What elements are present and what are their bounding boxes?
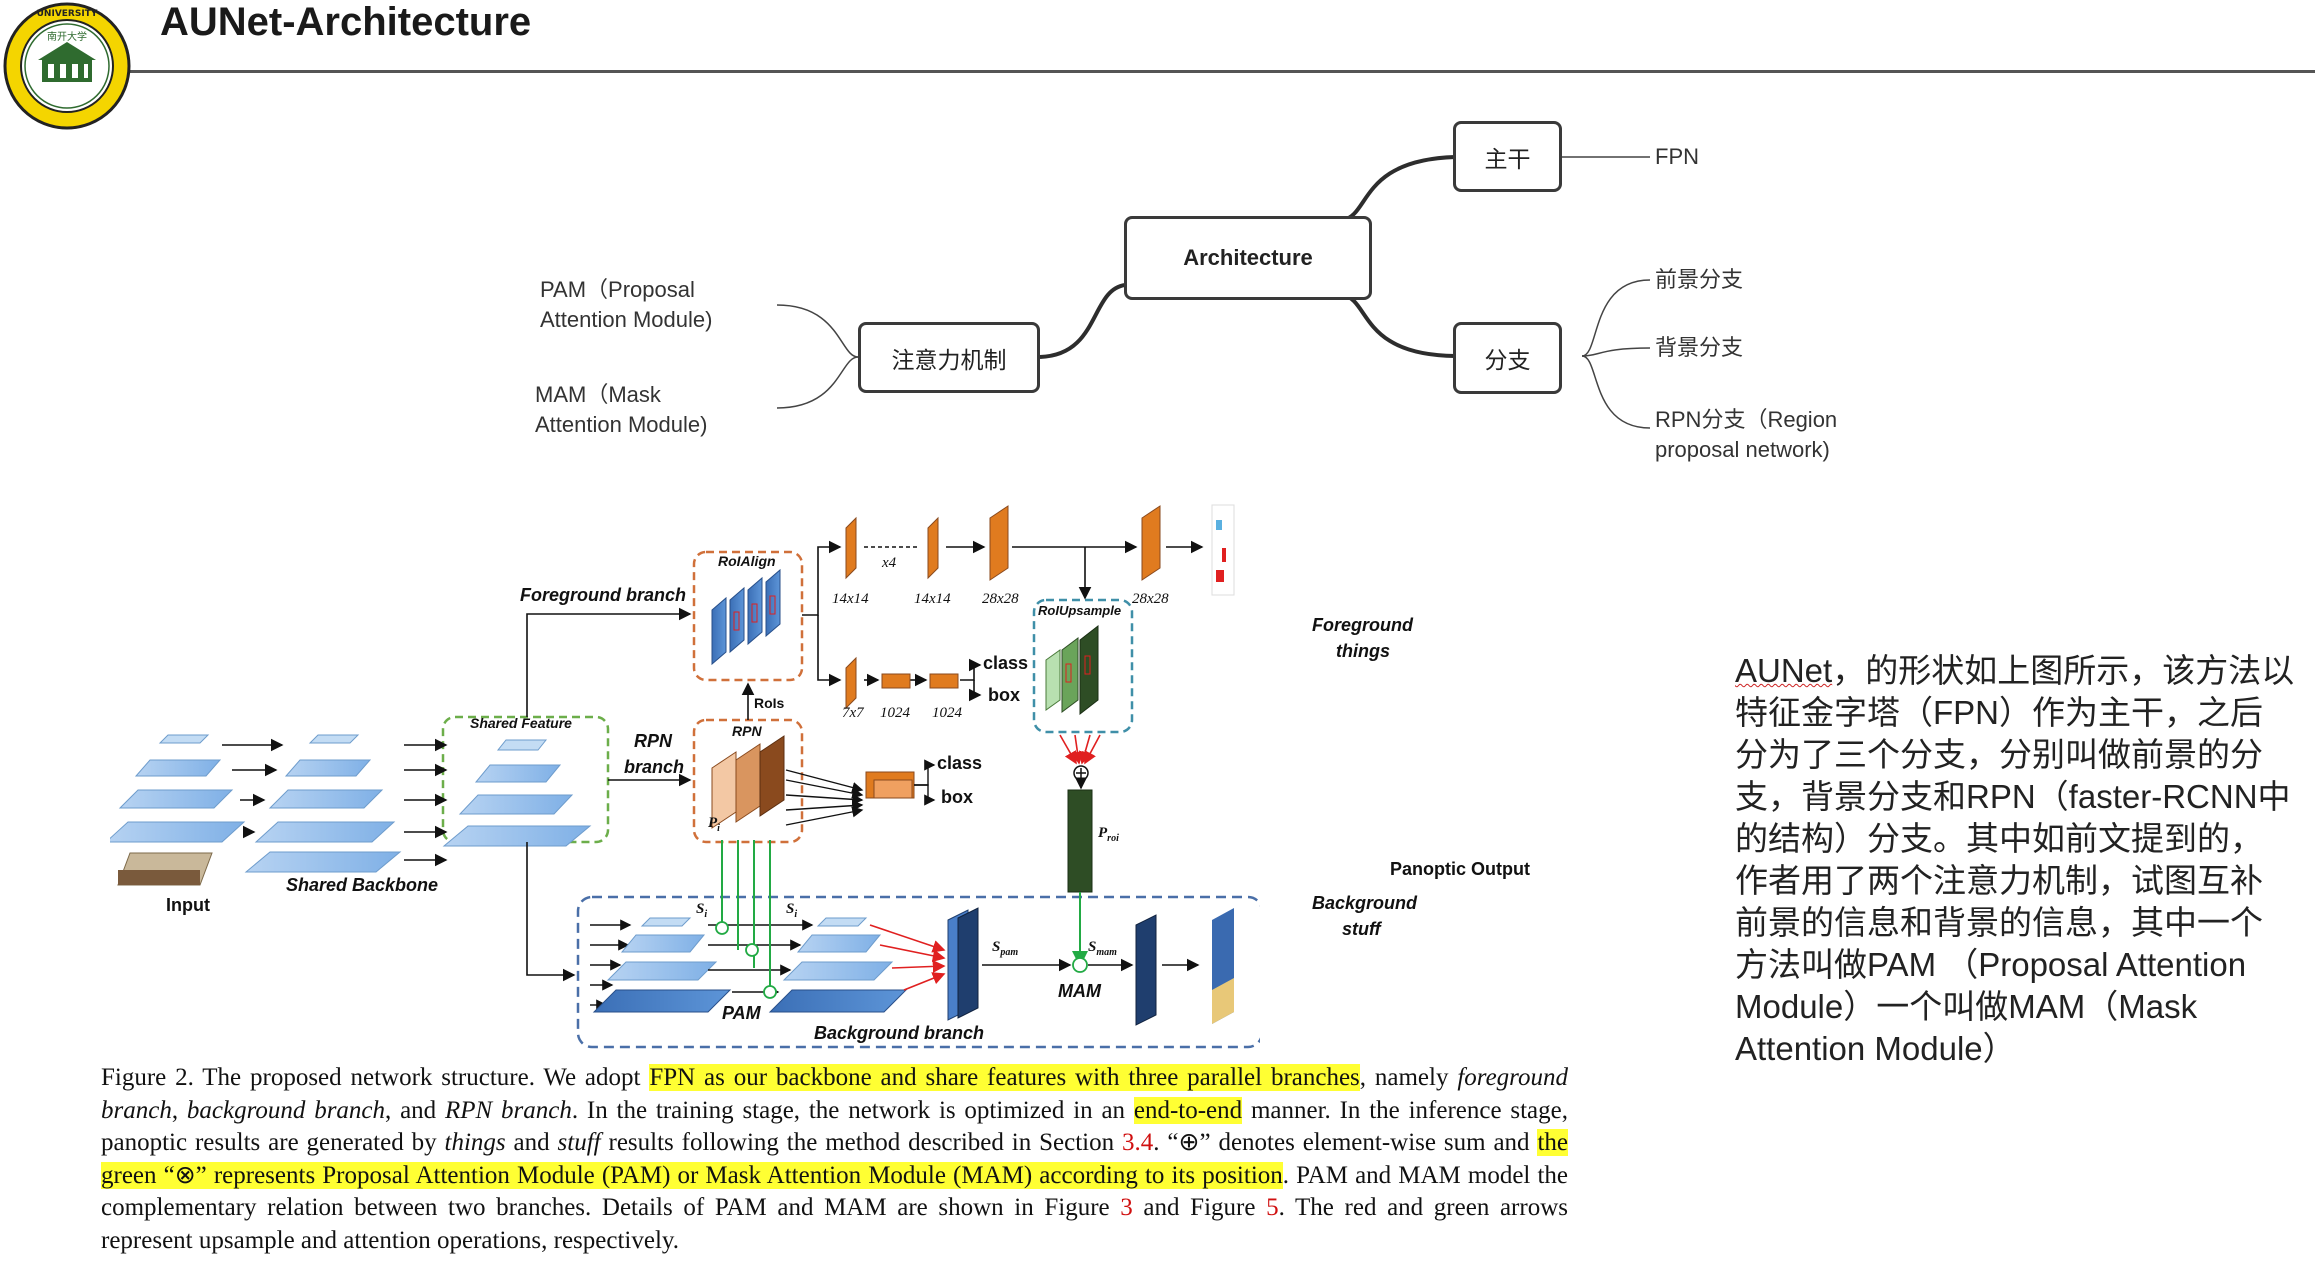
label-background-stuff-1: Background [1312, 893, 1418, 913]
label-class-2: class [937, 753, 983, 773]
label-input: Input [166, 895, 210, 915]
label-p-roi: Proi [1098, 825, 1119, 844]
label-s-mam: Smam [1088, 939, 1117, 958]
label-p-i: Pi [708, 815, 720, 834]
mindmap-leaf-foreground: 前景分支 [1655, 267, 1744, 292]
label-background-branch: Background branch [814, 1023, 985, 1043]
title-divider [130, 70, 2315, 73]
label-panoptic-output: Panoptic Output [1390, 859, 1530, 879]
label-foreground-things-1: Foreground [1312, 615, 1413, 635]
orange-feature-maps [845, 505, 1161, 710]
label-size-7: 7x7 [842, 705, 864, 721]
roiupsample-box [1032, 598, 1134, 734]
roialign-blocks [711, 568, 781, 666]
label-s-i: Si [696, 901, 708, 920]
university-logo: 南开大学 UNIVERSITY [3, 2, 131, 130]
label-foreground-branch: Foreground branch [520, 585, 686, 605]
mindmap-node-attention: 注意力机制 [858, 322, 1040, 393]
mindmap-leaf-rpn-1: RPN分支（Region [1655, 407, 1838, 432]
label-s-i-double-prime: Si [786, 901, 798, 920]
label-box-1: box [988, 685, 1021, 705]
label-background-stuff-2: stuff [1342, 919, 1381, 939]
figure-caption: Figure 2. The proposed network structure… [101, 1064, 1568, 1254]
label-s-pam: Spam [992, 939, 1019, 958]
label-shared-backbone: Shared Backbone [286, 875, 439, 895]
label-box-2: box [941, 787, 974, 807]
rpn-blocks [711, 735, 785, 829]
label-roiupsample: RoIUpsample [1038, 603, 1122, 618]
mindmap-leaf-background: 背景分支 [1655, 335, 1744, 360]
label-1024b: 1024 [932, 705, 962, 721]
mindmap-leaf-pam-2: Attention Module) [540, 307, 713, 332]
label-x4: x4 [882, 555, 897, 571]
label-rpn-branch-2: branch [624, 757, 685, 777]
bg-pyramid-1 [592, 917, 732, 1013]
label-foreground-things-2: things [1336, 641, 1390, 661]
logo-center-text: 南开大学 [47, 30, 87, 43]
roialign-box [692, 550, 804, 682]
label-size-28a: 28x28 [982, 591, 1019, 607]
label-pam: PAM [722, 1003, 761, 1023]
mindmap-node-backbone: 主干 [1453, 121, 1562, 192]
p-roi-block [1067, 789, 1093, 893]
mindmap-root-node: Architecture [1124, 216, 1372, 300]
label-class-1: class [983, 653, 1029, 673]
figure-graphics [110, 504, 1260, 1049]
network-architecture-figure: Foreground branch RoIAlign RoIs RPN RPN … [110, 495, 1530, 1070]
mindmap-connectors [776, 155, 1651, 429]
shared-feature-pyramid [442, 739, 592, 847]
bg-pyramid-2 [768, 917, 908, 1013]
label-size-14b: 14x14 [914, 591, 951, 607]
label-size-28b: 28x28 [1132, 591, 1169, 607]
background-branch-box [576, 895, 1260, 1049]
label-rpn-branch-1: RPN [634, 731, 673, 751]
roiupsample-blocks [1045, 624, 1099, 716]
input-pyramid [110, 734, 246, 886]
mindmap-leaf-pam-1: PAM（Proposal [540, 277, 695, 302]
foreground-mask-output [1211, 504, 1235, 596]
mindmap-node-branches: 分支 [1453, 322, 1562, 394]
label-1024a: 1024 [880, 705, 910, 721]
label-shared-feature: Shared Feature [470, 715, 572, 731]
mindmap-leaf-rpn-2: proposal network) [1655, 437, 1830, 462]
shared-backbone-pyramid [244, 734, 402, 873]
mindmap-leaf-mam-1: MAM（Mask [535, 382, 661, 407]
label-rpn: RPN [732, 723, 762, 739]
label-rois: RoIs [754, 695, 785, 711]
logo-ring-text: UNIVERSITY [37, 9, 98, 19]
slide-title: AUNet-Architecture [160, 0, 532, 44]
mindmap-leaf-mam-2: Attention Module) [535, 412, 708, 437]
mindmap-leaf-fpn: FPN [1655, 144, 1699, 169]
side-description: AUNet，的形状如上图所示，该方法以特征金字塔（FPN）作为主干，之后分为了三… [1735, 652, 2295, 1067]
background-stuff-output [1212, 908, 1234, 1024]
label-roialign: RoIAlign [718, 553, 776, 569]
label-mam: MAM [1058, 981, 1101, 1001]
label-size-14a: 14x14 [832, 591, 869, 607]
